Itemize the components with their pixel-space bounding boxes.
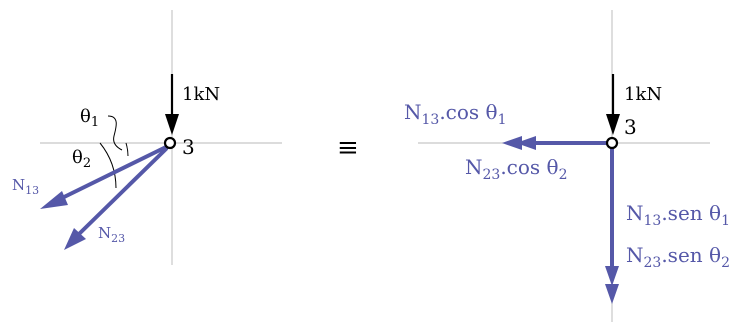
n13-arrow-shaft	[56, 145, 168, 202]
left-load-arrow-head	[165, 114, 179, 135]
theta2-arc	[99, 142, 117, 189]
theta1-label: θ1	[80, 106, 99, 130]
n13-cos-label: N13.cos θ1	[404, 100, 507, 128]
right-node-3	[605, 136, 619, 150]
n23-sen-label: N23.sen θ2	[626, 243, 730, 271]
right-load-label: 1kN	[624, 84, 662, 105]
theta2-label: θ2	[72, 147, 91, 171]
n13-cos-arrow-head	[502, 136, 522, 150]
n23-label: N23	[98, 224, 125, 245]
n23-cos-label: N23.cos θ2	[465, 155, 568, 183]
n13-arrow-head	[40, 191, 68, 209]
equivalence-symbol: ≡	[337, 133, 359, 163]
right-node-label: 3	[624, 115, 637, 139]
left-node-3	[163, 136, 177, 150]
n23-arrow-head	[64, 228, 86, 250]
n13-sen-label: N13.sen θ1	[626, 201, 730, 229]
n23-arrow-shaft	[77, 147, 168, 236]
left-diagram: 1kN 3 θ1 θ2 N13 N23	[12, 10, 282, 265]
right-load-arrow-head	[606, 114, 620, 135]
n13-sen-arrow-head	[605, 266, 619, 286]
right-diagram: 1kN 3 N13.cos θ1 N23.cos θ2 N13.sen θ1 N…	[404, 10, 730, 322]
n23-cos-arrow-head	[516, 136, 536, 150]
n23-sen-arrow-head	[605, 284, 619, 304]
theta1-leader	[107, 115, 123, 151]
theta1-arc	[125, 142, 129, 157]
n13-label: N13	[12, 176, 39, 197]
left-node-label: 3	[182, 135, 195, 159]
left-load-label: 1kN	[182, 84, 220, 105]
